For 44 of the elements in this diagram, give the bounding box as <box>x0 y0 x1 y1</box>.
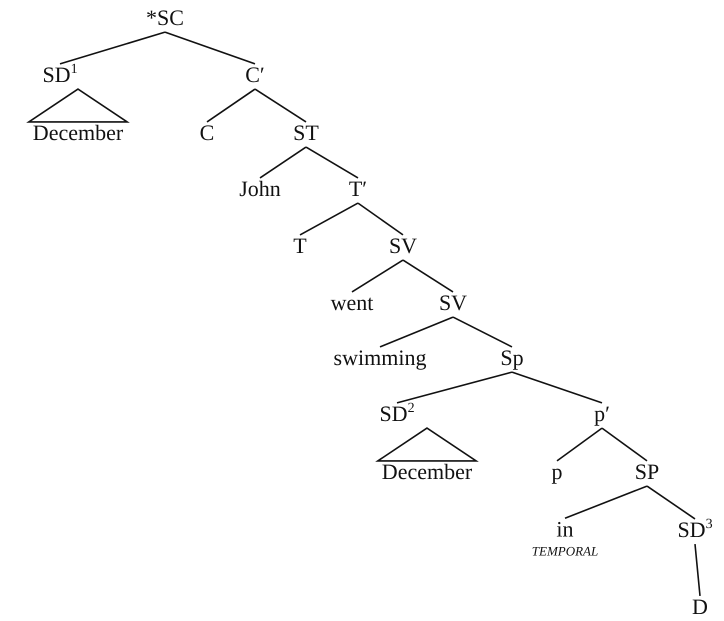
tree-label: T <box>293 234 307 258</box>
branch-line <box>306 146 358 179</box>
tree-label: December <box>382 460 472 484</box>
tree-label: swimming <box>334 346 426 370</box>
branch-line <box>60 31 166 65</box>
feature-label: TEMPORAL <box>532 544 598 559</box>
tree-label: Sp <box>500 346 524 370</box>
branch-line <box>564 485 648 519</box>
tree-label: SD$^{1}$ <box>42 62 78 88</box>
branch-line <box>254 88 306 123</box>
tree-label: SP <box>634 460 660 484</box>
branch-line <box>556 427 602 462</box>
branch-line <box>358 202 404 236</box>
branch-line <box>300 202 358 236</box>
tree-label: *SC <box>146 6 184 30</box>
tree-label: SV <box>438 290 468 316</box>
branch-line <box>396 371 512 404</box>
tree-label: SD$^{3}$ <box>677 518 713 542</box>
tree-label: T′ <box>348 176 368 202</box>
tree-label: p′ <box>594 402 610 426</box>
branch-line <box>512 371 602 404</box>
tree-label: p <box>552 460 562 484</box>
branch-line <box>646 485 696 520</box>
branch-line <box>206 88 256 123</box>
branch-line <box>164 31 256 65</box>
tree-label: SD$^{2}$ <box>379 402 415 426</box>
branch-line <box>402 259 454 293</box>
tree-label: John <box>239 176 281 202</box>
tree-label: ST <box>293 120 319 146</box>
tree-label: C′ <box>245 62 265 88</box>
tree-label: D <box>692 594 708 620</box>
tree-label: went <box>330 290 374 316</box>
tree-label: SV <box>388 234 418 258</box>
triangle-branch <box>375 427 479 462</box>
branch-line <box>694 544 701 596</box>
branch-line <box>260 146 306 179</box>
triangle-branch <box>26 88 130 123</box>
branch-line <box>452 316 512 348</box>
branch-line <box>380 316 454 348</box>
branch-line <box>352 259 404 293</box>
tree-label: December <box>32 120 124 146</box>
tree-label: C <box>200 120 214 146</box>
tree-label: in <box>556 517 574 542</box>
branch-line <box>602 427 648 462</box>
